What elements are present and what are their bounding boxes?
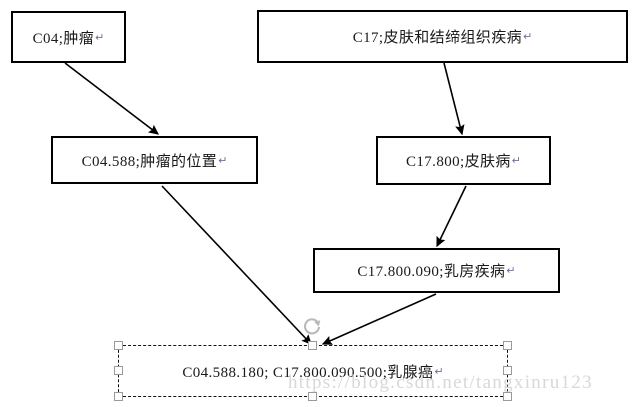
resize-handle-top-left[interactable] — [114, 341, 123, 350]
edge-c17-to-c17800 — [443, 62, 465, 136]
node-c04-588[interactable]: C04.588;肿瘤的位置↵ — [51, 136, 258, 184]
resize-handle-bottom-right[interactable] — [503, 392, 512, 401]
resize-handle-middle-right[interactable] — [503, 366, 512, 375]
pilcrow-icon: ↵ — [506, 265, 516, 277]
node-c17-800-090-label: C17.800.090;乳房疾病 — [357, 264, 506, 280]
resize-handle-bottom-left[interactable] — [114, 392, 123, 401]
node-c04-588-label: C04.588;肿瘤的位置 — [81, 153, 218, 170]
node-leaf-label: C04.588.180; C17.800.090.500;乳腺癌 — [182, 364, 434, 381]
resize-handle-middle-left[interactable] — [114, 366, 123, 375]
resize-handle-top-center[interactable] — [308, 341, 317, 350]
pilcrow-icon: ↵ — [218, 154, 228, 167]
resize-handle-top-right[interactable] — [503, 341, 512, 350]
resize-handle-bottom-center[interactable] — [308, 392, 317, 401]
pilcrow-icon: ↵ — [511, 155, 522, 167]
pilcrow-icon: ↵ — [95, 31, 105, 44]
watermark-text: https://blog.csdn.net/tangxinru123 — [288, 372, 593, 393]
node-c04[interactable]: C04;肿瘤↵ — [11, 11, 126, 63]
pilcrow-icon: ↵ — [523, 31, 533, 43]
node-leaf-selected[interactable]: C04.588.180; C17.800.090.500;乳腺癌↵ — [114, 341, 512, 401]
node-c04-label: C04;肿瘤 — [32, 30, 95, 47]
edge-c17800090-to-leaf — [321, 293, 437, 345]
node-c17-800-090[interactable]: C17.800.090;乳房疾病↵ — [313, 248, 560, 293]
node-c17[interactable]: C17;皮肤和结缔组织疾病↵ — [257, 10, 628, 63]
node-c17-800[interactable]: C17.800;皮肤病↵ — [376, 136, 551, 185]
rotate-handle-icon[interactable] — [302, 316, 324, 338]
node-c17-label: C17;皮肤和结缔组织疾病 — [352, 30, 523, 46]
edge-c04-to-c04588 — [64, 62, 160, 135]
pilcrow-icon: ↵ — [434, 365, 444, 378]
edge-c17800-to-c17800090 — [436, 185, 467, 248]
node-c17-800-label: C17.800;皮肤病 — [405, 154, 511, 170]
edge-c04588-to-leaf — [161, 185, 312, 345]
